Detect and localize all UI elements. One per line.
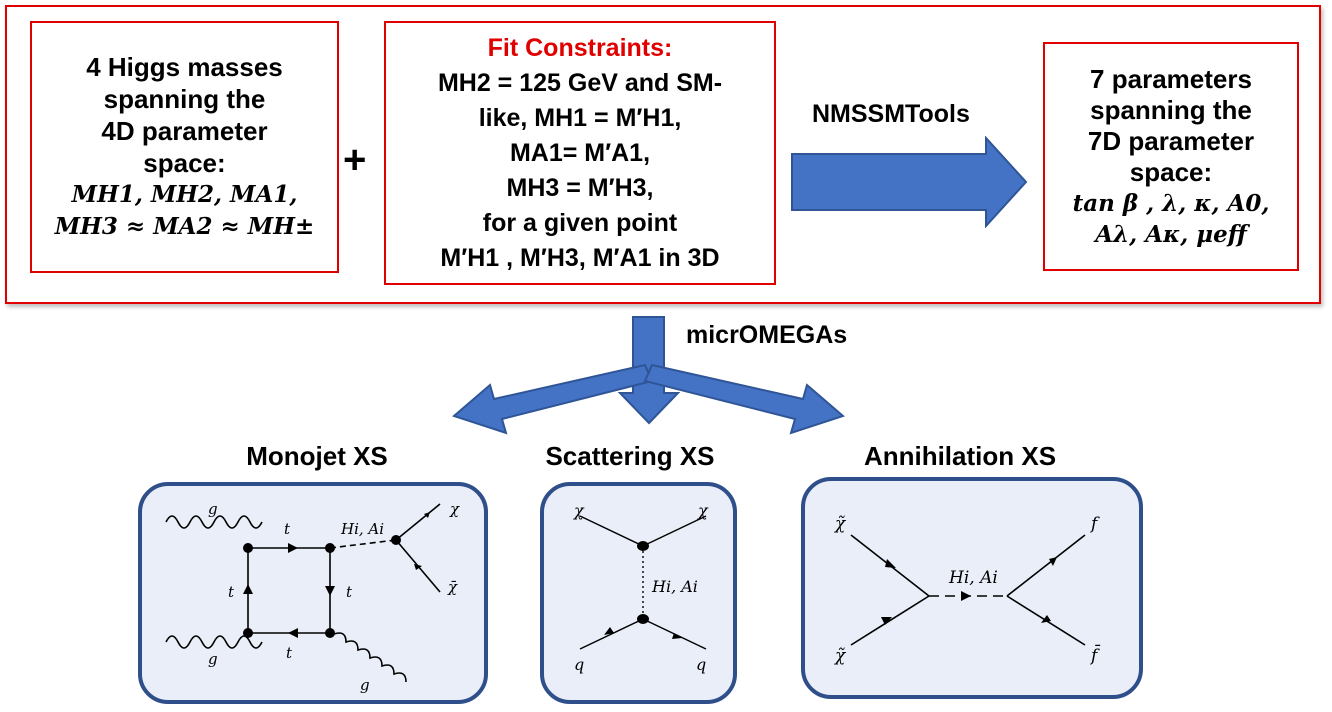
- gluon-out: [333, 632, 407, 683]
- constraint-line: like, MH1 = M′H1,: [478, 103, 682, 132]
- vertex: [325, 543, 335, 553]
- label-chi-right: χ: [697, 501, 709, 520]
- nmssmtools-label: NMSSMTools: [812, 100, 970, 128]
- vertex: [391, 535, 401, 545]
- label-f-top: f: [1089, 514, 1100, 534]
- annihilation-panel: [801, 477, 1143, 699]
- plus-sign: +: [343, 138, 367, 182]
- label-chi-left: χ: [573, 501, 585, 520]
- label-g-bottom: g: [208, 650, 218, 668]
- gluon-top: [165, 515, 263, 529]
- monojet-diagram: g t Hi, Ai χ χ̄ t t g t g: [165, 500, 460, 694]
- monojet-title: Monojet XS: [246, 441, 388, 471]
- label-h: Hi, Ai: [340, 520, 384, 538]
- label-fbar-bottom: f̄: [1089, 643, 1101, 666]
- label-t-right: t: [346, 583, 353, 601]
- constraint-line: MA1= M′A1,: [509, 138, 651, 167]
- label-g-top: g: [208, 500, 218, 518]
- label-chi-bottom: χ̃: [834, 646, 847, 666]
- mass-list-2: MH3 ≈ MA2 ≈ MH±: [54, 213, 315, 240]
- monojet-panel: [138, 482, 488, 704]
- label-q-right: q: [696, 655, 706, 674]
- label-h: Hi, Ai: [651, 577, 698, 596]
- scattering-title: Scattering XS: [545, 441, 715, 471]
- label-t-bottom: t: [286, 644, 293, 662]
- label-chi: χ: [449, 500, 460, 518]
- box-line: 4D parameter: [101, 116, 268, 146]
- box-line: space:: [1129, 156, 1213, 187]
- fit-pipeline-frame: [5, 5, 1321, 304]
- fit-constraints-box: Fit Constraints: MH2 = 125 GeV and SM- l…: [384, 21, 776, 285]
- scattering-panel: [540, 482, 737, 704]
- parameter-list-2: Aλ, Aκ, μeff: [1095, 220, 1247, 248]
- vertex: [637, 541, 649, 551]
- micromegas-label: micrOMEGAs: [686, 321, 848, 349]
- parameter-list-1: tan β , λ, κ, A0,: [1072, 189, 1270, 217]
- label-q-left: q: [574, 655, 584, 674]
- label-h: Hi, Ai: [948, 568, 998, 588]
- constraint-line: MH2 = 125 GeV and SM-: [437, 68, 723, 97]
- box-line: 7D parameter: [1087, 125, 1255, 156]
- higgs-masses-box: 4 Higgs masses spanning the 4D parameter…: [30, 21, 339, 273]
- annihilation-diagram: χ̃ χ̃ Hi, Ai f f̄: [834, 514, 1101, 666]
- constraint-line: M′H1 , M′H3, M′A1 in 3D: [440, 243, 720, 272]
- box-line: space:: [143, 148, 226, 178]
- label-chibar: χ̄: [447, 578, 458, 596]
- right-arrow-icon: [791, 136, 1028, 228]
- box-line: 4 Higgs masses: [86, 52, 283, 82]
- annihilation-title: Annihilation XS: [863, 441, 1057, 471]
- constraint-line: MH3 = M′H3,: [506, 173, 654, 202]
- label-t-top: t: [284, 520, 291, 538]
- box-line: 7 parameters: [1090, 63, 1252, 94]
- split-arrow-icon: [452, 316, 845, 435]
- vertex: [243, 543, 253, 553]
- label-chi-top: χ̃: [834, 514, 847, 534]
- label-g-br: g: [360, 676, 370, 694]
- constraint-line: for a given point: [482, 208, 678, 237]
- fit-constraints-heading: Fit Constraints:: [487, 33, 673, 62]
- parameters-box: 7 parameters spanning the 7D parameter s…: [1043, 42, 1299, 271]
- box-line: spanning the: [103, 84, 266, 114]
- label-t-left: t: [228, 583, 235, 601]
- scattering-diagram: χ χ Hi, Ai q q: [573, 501, 709, 674]
- box-line: spanning the: [1090, 94, 1252, 125]
- vertex: [637, 614, 649, 624]
- vertex: [243, 628, 253, 638]
- vertex: [325, 628, 335, 638]
- mass-list-1: MH1, MH2, MA1,: [71, 181, 298, 208]
